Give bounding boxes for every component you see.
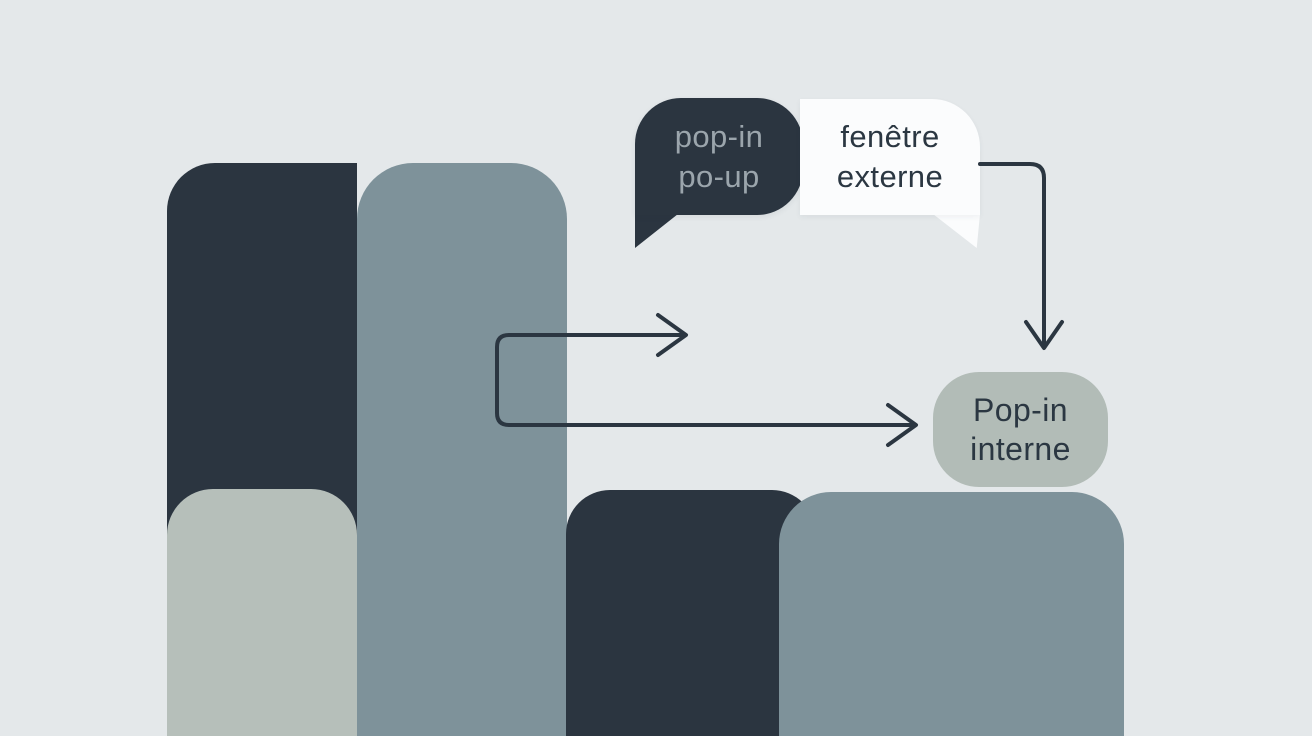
slate-window-panel bbox=[357, 163, 567, 736]
dark-bubble-tail bbox=[635, 214, 678, 248]
slate-window-panel-bottom bbox=[779, 492, 1124, 736]
white-bubble-line-2: externe bbox=[836, 159, 944, 194]
popin-interne-line-2: interne bbox=[970, 430, 1071, 467]
popin-interne-line-1: Pop-in bbox=[973, 391, 1068, 428]
popin-interne-label: Pop-in interne bbox=[933, 372, 1108, 487]
dark-bubble-line-2: po-up bbox=[678, 158, 760, 194]
white-speech-bubble: fenêtre externe bbox=[800, 99, 980, 215]
dark-bubble-line-1: pop-in bbox=[674, 118, 764, 154]
white-bubble-line-1: fenêtre bbox=[840, 119, 940, 154]
down-arrow-icon bbox=[978, 162, 1064, 350]
dark-speech-bubble: pop-in po-up bbox=[635, 98, 803, 215]
dark-window-panel-bottom bbox=[566, 490, 816, 736]
sage-inner-panel-left bbox=[167, 489, 357, 736]
white-bubble-tail bbox=[933, 214, 980, 248]
